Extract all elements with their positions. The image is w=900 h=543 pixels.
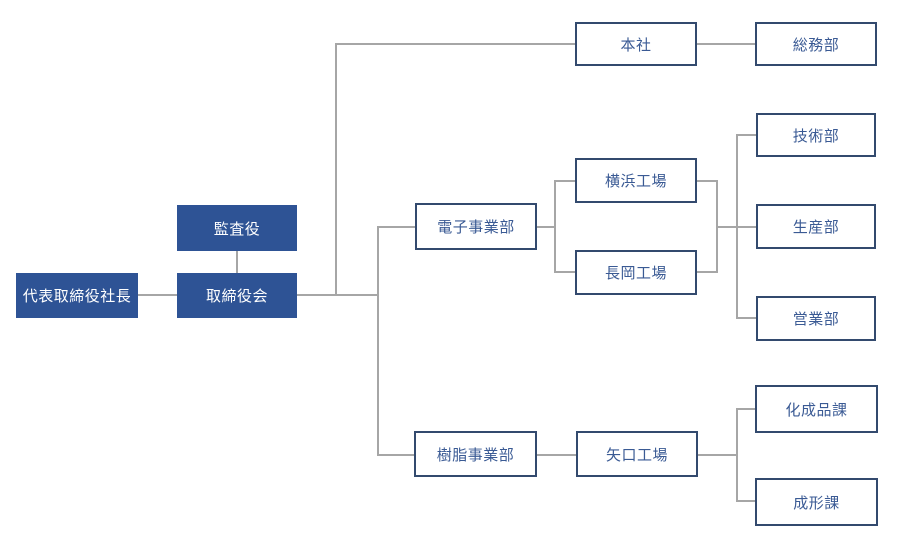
node-yaguchi-plant: 矢口工場 [576,431,698,477]
connector-plants-merge-vertical [716,180,718,273]
node-resin-division: 樹脂事業部 [414,431,537,477]
node-label: 代表取締役社長 [22,288,132,305]
node-auditor: 監査役 [177,205,297,251]
node-production-dept: 生産部 [756,204,876,249]
node-label: 営業部 [792,311,840,328]
node-label: 本社 [620,36,652,54]
node-yokohama-plant: 横浜工場 [575,158,697,203]
connector-auditor-board [236,251,238,273]
connector-to-molding [738,500,755,502]
connector-electronics-bracket [537,226,556,228]
node-label: 生産部 [792,219,840,236]
connector-trunk-vertical [335,43,337,296]
node-label: 樹脂事業部 [436,446,515,464]
node-chemical-products-section: 化成品課 [755,385,878,433]
node-electronics-division: 電子事業部 [415,203,537,250]
node-molding-section: 成形課 [755,478,878,526]
connector-sections-bracket [736,408,738,502]
node-label: 化成品課 [785,401,848,419]
node-label: 成形課 [793,494,840,512]
node-label: 監査役 [213,220,261,238]
connector-board-trunk [297,294,378,296]
connector-head-office-general [697,43,755,45]
connector-yokohama-right [697,180,718,182]
connector-to-head-office [337,43,575,45]
node-engineering-dept: 技術部 [756,113,876,157]
node-label: 電子事業部 [437,219,515,236]
node-board: 取締役会 [177,273,297,318]
connector-nagaoka-right [697,271,718,273]
connector-depts-bracket [736,134,738,319]
node-label: 総務部 [792,36,840,54]
connector-plants-bracket [554,180,556,273]
connector-to-engineering [738,134,756,136]
node-nagaoka-plant: 長岡工場 [575,250,697,295]
node-label: 横浜工場 [604,173,667,190]
connector-yaguchi-bracket [698,454,738,456]
connector-president-board [138,294,177,296]
connector-to-sales [738,317,756,319]
node-label: 技術部 [792,127,840,145]
connector-to-chemical [738,408,755,410]
node-head-office: 本社 [575,22,697,66]
connector-resin-yaguchi [537,454,576,456]
node-sales-dept: 営業部 [756,296,876,341]
node-president: 代表取締役社長 [16,273,138,318]
connector-divisions-vertical [377,226,379,456]
node-general-affairs-dept: 総務部 [755,22,877,66]
node-label: 矢口工場 [605,446,668,464]
node-label: 取締役会 [205,288,268,305]
connector-to-resin [379,454,414,456]
connector-to-electronics [379,226,415,228]
connector-to-nagaoka [556,271,575,273]
connector-to-yokohama [556,180,575,182]
node-label: 長岡工場 [604,265,667,282]
